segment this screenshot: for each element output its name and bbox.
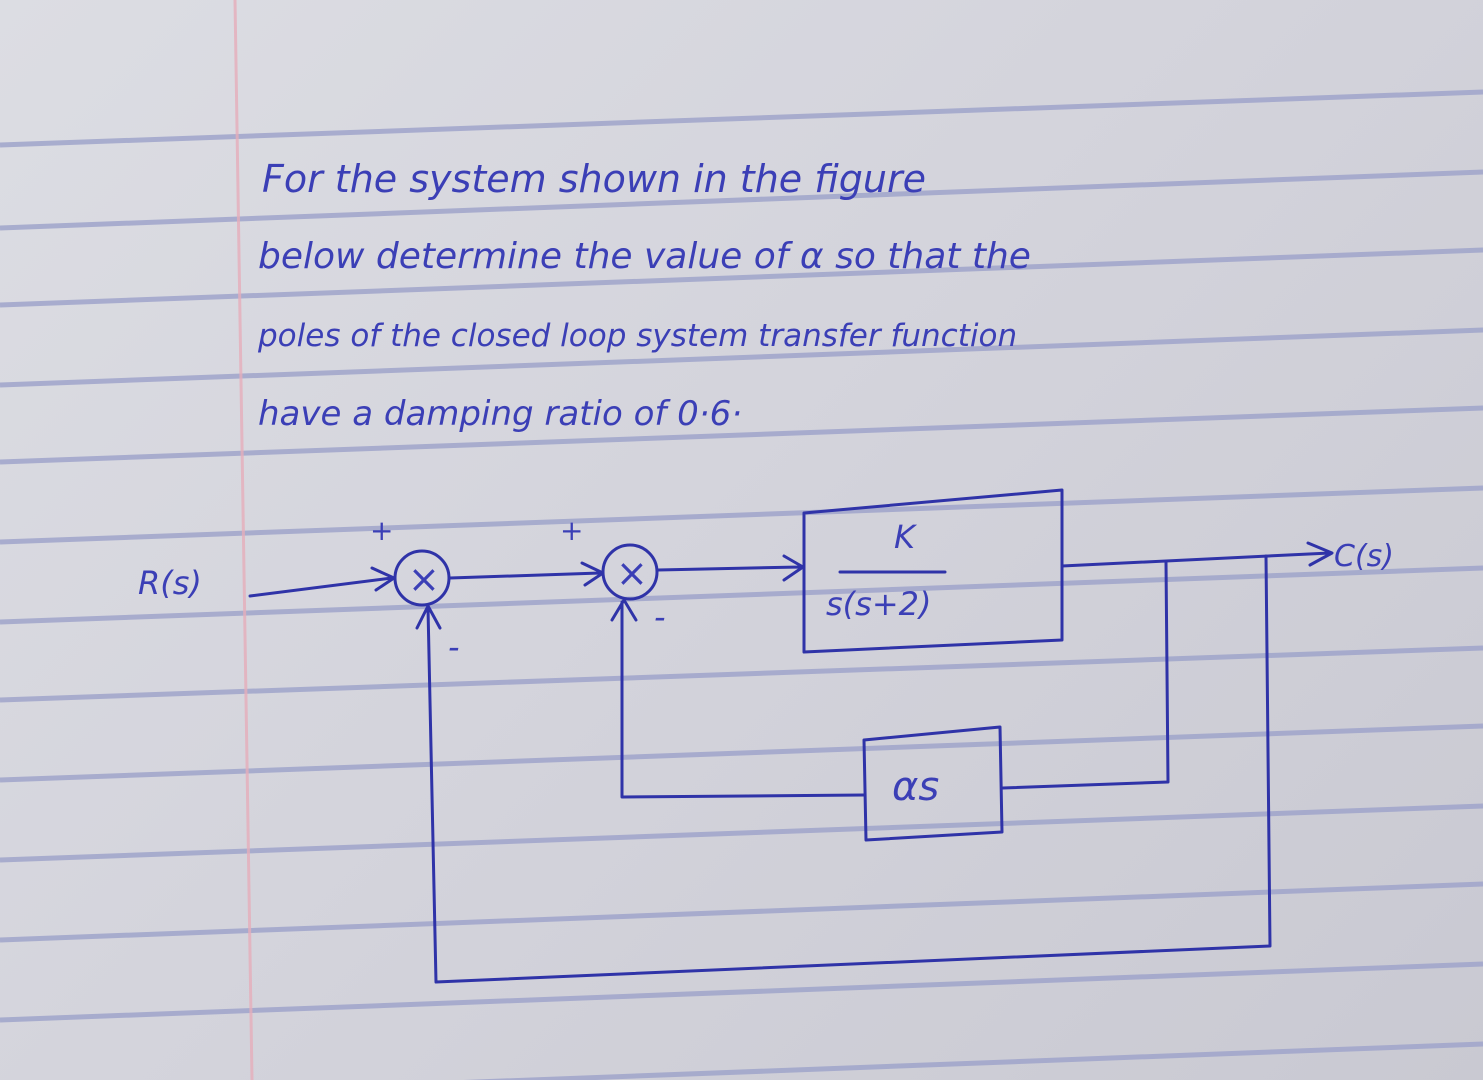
output-label: C(s) [1334,539,1394,574]
feedback-block: αs [862,725,1004,842]
sum2-symbol: × [616,551,648,595]
summing-junction-2: × + - [560,514,666,636]
problem-line-3: poles of the closed loop system transfer… [257,318,1017,354]
input-label: R(s) [138,564,202,602]
output-line [1060,541,1334,568]
outer-feedback-path [415,554,1272,984]
forward-block-denominator: s(s+2) [826,585,931,623]
problem-text: For the system shown in the figure below… [257,157,1031,434]
problem-line-4: have a damping ratio of 0·6· [258,394,742,434]
summing-junction-1: × + - [370,514,460,666]
sum1-symbol: × [408,557,440,601]
forward-block-numerator: K [894,518,918,556]
sum1-to-sum2-arrow [448,561,605,587]
sum2-to-plant-arrow [656,554,805,582]
ruled-lines [0,89,1483,1080]
problem-line-2: below determine the value of α so that t… [258,236,1031,277]
forward-block: K s(s+2) [802,488,1064,654]
inner-feedback-return [610,598,866,799]
problem-line-1: For the system shown in the figure [262,157,926,201]
sum1-minus-sign: - [448,628,460,666]
feedback-block-label: αs [892,764,939,810]
block-diagram: R(s) × + - × + - K s(s+2) C(s) [138,488,1394,984]
sum2-plus-sign: + [560,514,583,547]
inner-feedback-path [1001,560,1170,790]
margin-line [233,0,254,1080]
sum2-minus-sign: - [654,598,666,636]
input-arrow [248,566,396,598]
sum1-plus-sign: + [370,514,393,547]
